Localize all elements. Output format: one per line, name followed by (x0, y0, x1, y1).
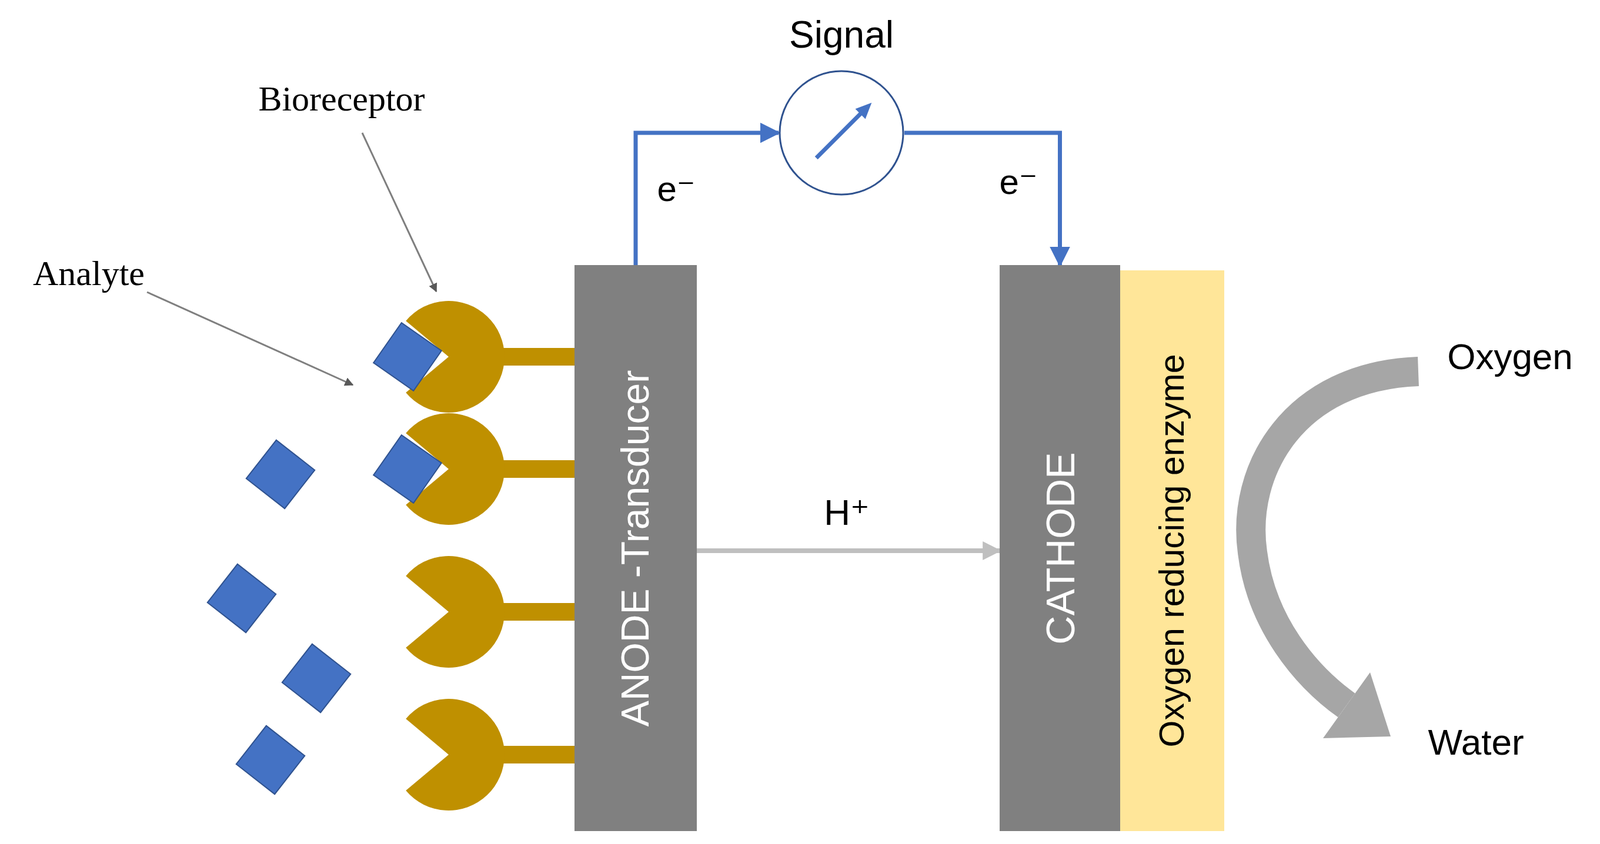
edge-label: e⁻ (996, 161, 1040, 203)
analyte-square (282, 644, 352, 714)
edge-label: e⁻ (654, 168, 698, 210)
signal-meter: Signal (778, 69, 905, 196)
meter-label: Signal (789, 13, 894, 58)
electron-wire (635, 132, 779, 266)
part-label: Analyte (32, 253, 145, 295)
analyte-square (373, 435, 442, 504)
species-label: Oxygen (1447, 335, 1573, 378)
analyte-square (236, 726, 306, 796)
analyte-square (207, 564, 277, 634)
proton-arrow (696, 548, 1000, 554)
electrode-label: ANODE -Transducer (613, 369, 658, 727)
reaction-arrowhead (1323, 672, 1391, 739)
bioreceptor (373, 301, 576, 413)
meter-symbol (778, 69, 905, 196)
electron-wire (904, 132, 1061, 266)
reaction-arrow (1250, 371, 1419, 706)
bioreceptor (373, 413, 576, 526)
electrode-label: CATHODE (1036, 452, 1083, 645)
analyte-square (373, 322, 442, 392)
leader-line (362, 132, 437, 292)
leader-line (147, 292, 353, 386)
anode-bar: ANODE -Transducer (574, 265, 697, 832)
electrode-label: Oxygen reducing enzyme (1152, 353, 1193, 748)
enzyme-layer: Oxygen reducing enzyme (1120, 270, 1225, 832)
bioreceptor (405, 699, 576, 811)
bioreceptor (405, 556, 576, 668)
part-label: Bioreceptor (258, 78, 425, 120)
analyte-square (246, 440, 316, 510)
edge-label: H⁺ (821, 491, 873, 534)
cathode-bar: CATHODE (999, 265, 1121, 832)
species-label: Water (1427, 721, 1524, 764)
